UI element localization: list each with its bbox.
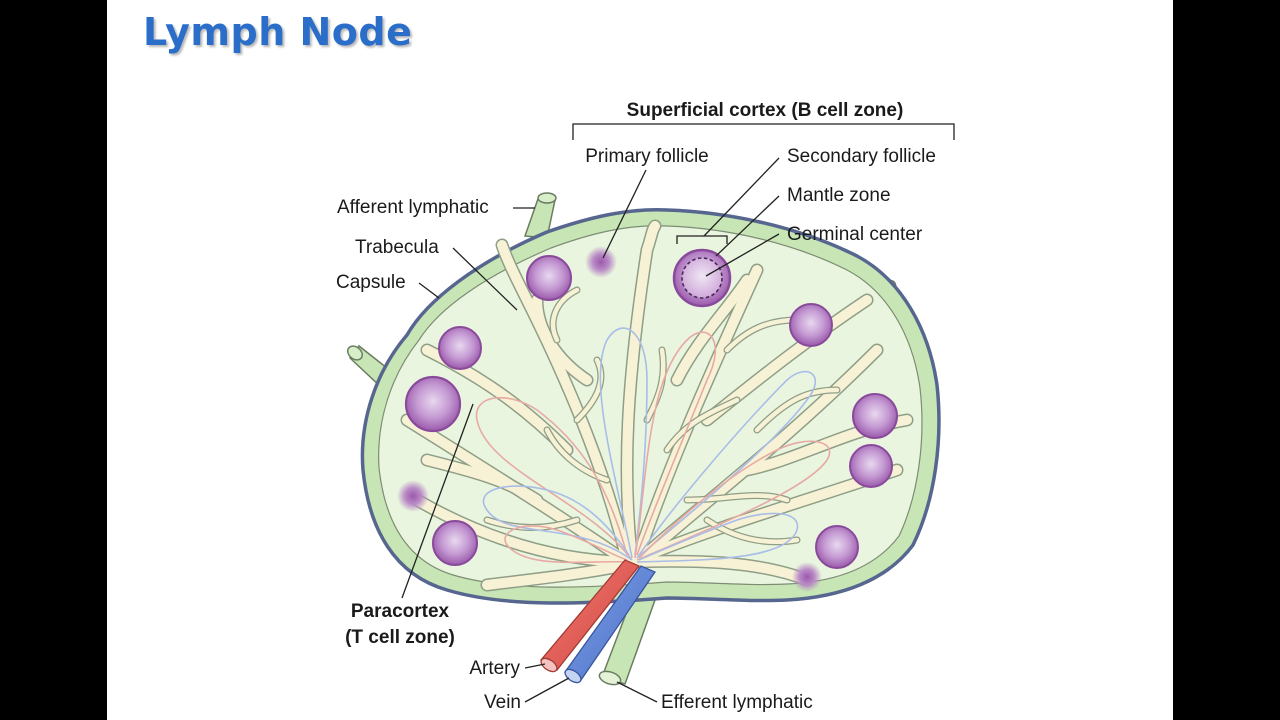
capsule-label: Capsule (336, 272, 406, 293)
germinal-center-label: Germinal center (787, 224, 923, 245)
vein-label: Vein (484, 692, 521, 713)
follicles (397, 246, 898, 592)
follicle (438, 326, 482, 370)
superficial-cortex-bracket (572, 123, 955, 140)
leader-lines (401, 157, 780, 703)
primary-follicle-dot (397, 480, 429, 512)
blood-vessel-loops (475, 327, 831, 564)
mantle-zone-label: Mantle zone (787, 185, 891, 206)
follicle (404, 375, 462, 433)
efferent-lymphatic-label: Efferent lymphatic (661, 692, 813, 713)
efferent-lymphatic-opening (598, 670, 622, 686)
lymph-node-diagram: Superficial cortex (B cell zone) Primary… (336, 100, 955, 713)
trabecula-label: Trabecula (355, 237, 439, 258)
slide-title: Lymph Node (143, 10, 413, 54)
slide: Lymph Node (107, 0, 1173, 720)
afferent-lymphatic-label: Afferent lymphatic (337, 197, 489, 218)
follicle (789, 303, 833, 347)
follicle (526, 255, 572, 301)
primary-follicle-dot (792, 562, 822, 592)
superficial-cortex-label: Superficial cortex (B cell zone) (627, 100, 904, 121)
artery-opening (540, 657, 558, 673)
follicle (432, 520, 478, 566)
secondary-follicle-label: Secondary follicle (787, 146, 936, 167)
secondary-follicle-bracket (676, 235, 728, 244)
primary-follicle-dot (585, 246, 617, 278)
artery-label: Artery (469, 658, 520, 679)
germinal-center (681, 257, 723, 299)
paracortex-label: Paracortex (351, 601, 450, 622)
primary-follicle-label: Primary follicle (585, 146, 709, 167)
vein-opening (564, 668, 582, 684)
follicle (815, 525, 859, 569)
follicle (849, 444, 893, 488)
paracortex-sublabel: (T cell zone) (345, 627, 455, 648)
follicle (852, 393, 898, 439)
